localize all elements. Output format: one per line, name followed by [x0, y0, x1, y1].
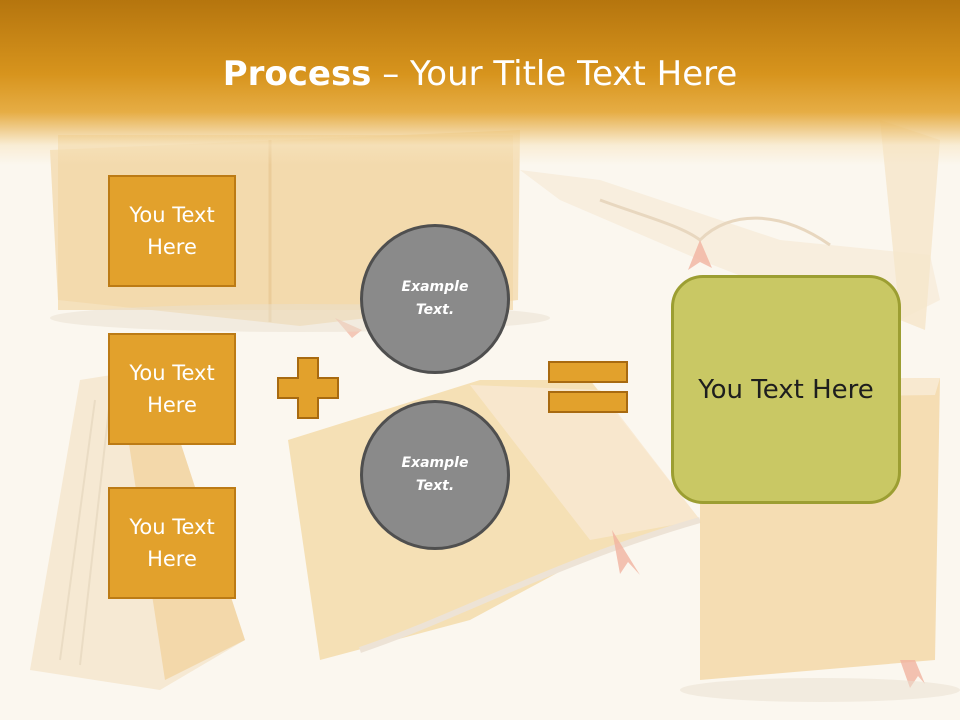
result-box[interactable]: You Text Here [671, 275, 901, 504]
equals-icon [548, 361, 628, 413]
page-title: Process – Your Title Text Here [0, 52, 960, 96]
example-circle-2[interactable]: Example Text. [360, 400, 510, 550]
text-box-3[interactable]: You Text Here [108, 487, 236, 599]
title-banner [0, 0, 960, 165]
title-rest: – Your Title Text Here [371, 54, 738, 94]
plus-icon [277, 357, 339, 419]
text-box-2[interactable]: You Text Here [108, 333, 236, 445]
circle-label: Example Text. [401, 455, 469, 494]
result-label: You Text Here [698, 374, 874, 405]
title-bold: Process [222, 54, 372, 94]
circle-label: Example Text. [401, 279, 469, 318]
text-box-label: You Text Here [129, 361, 215, 417]
text-box-label: You Text Here [129, 203, 215, 259]
text-box-label: You Text Here [129, 515, 215, 571]
example-circle-1[interactable]: Example Text. [360, 224, 510, 374]
text-box-1[interactable]: You Text Here [108, 175, 236, 287]
